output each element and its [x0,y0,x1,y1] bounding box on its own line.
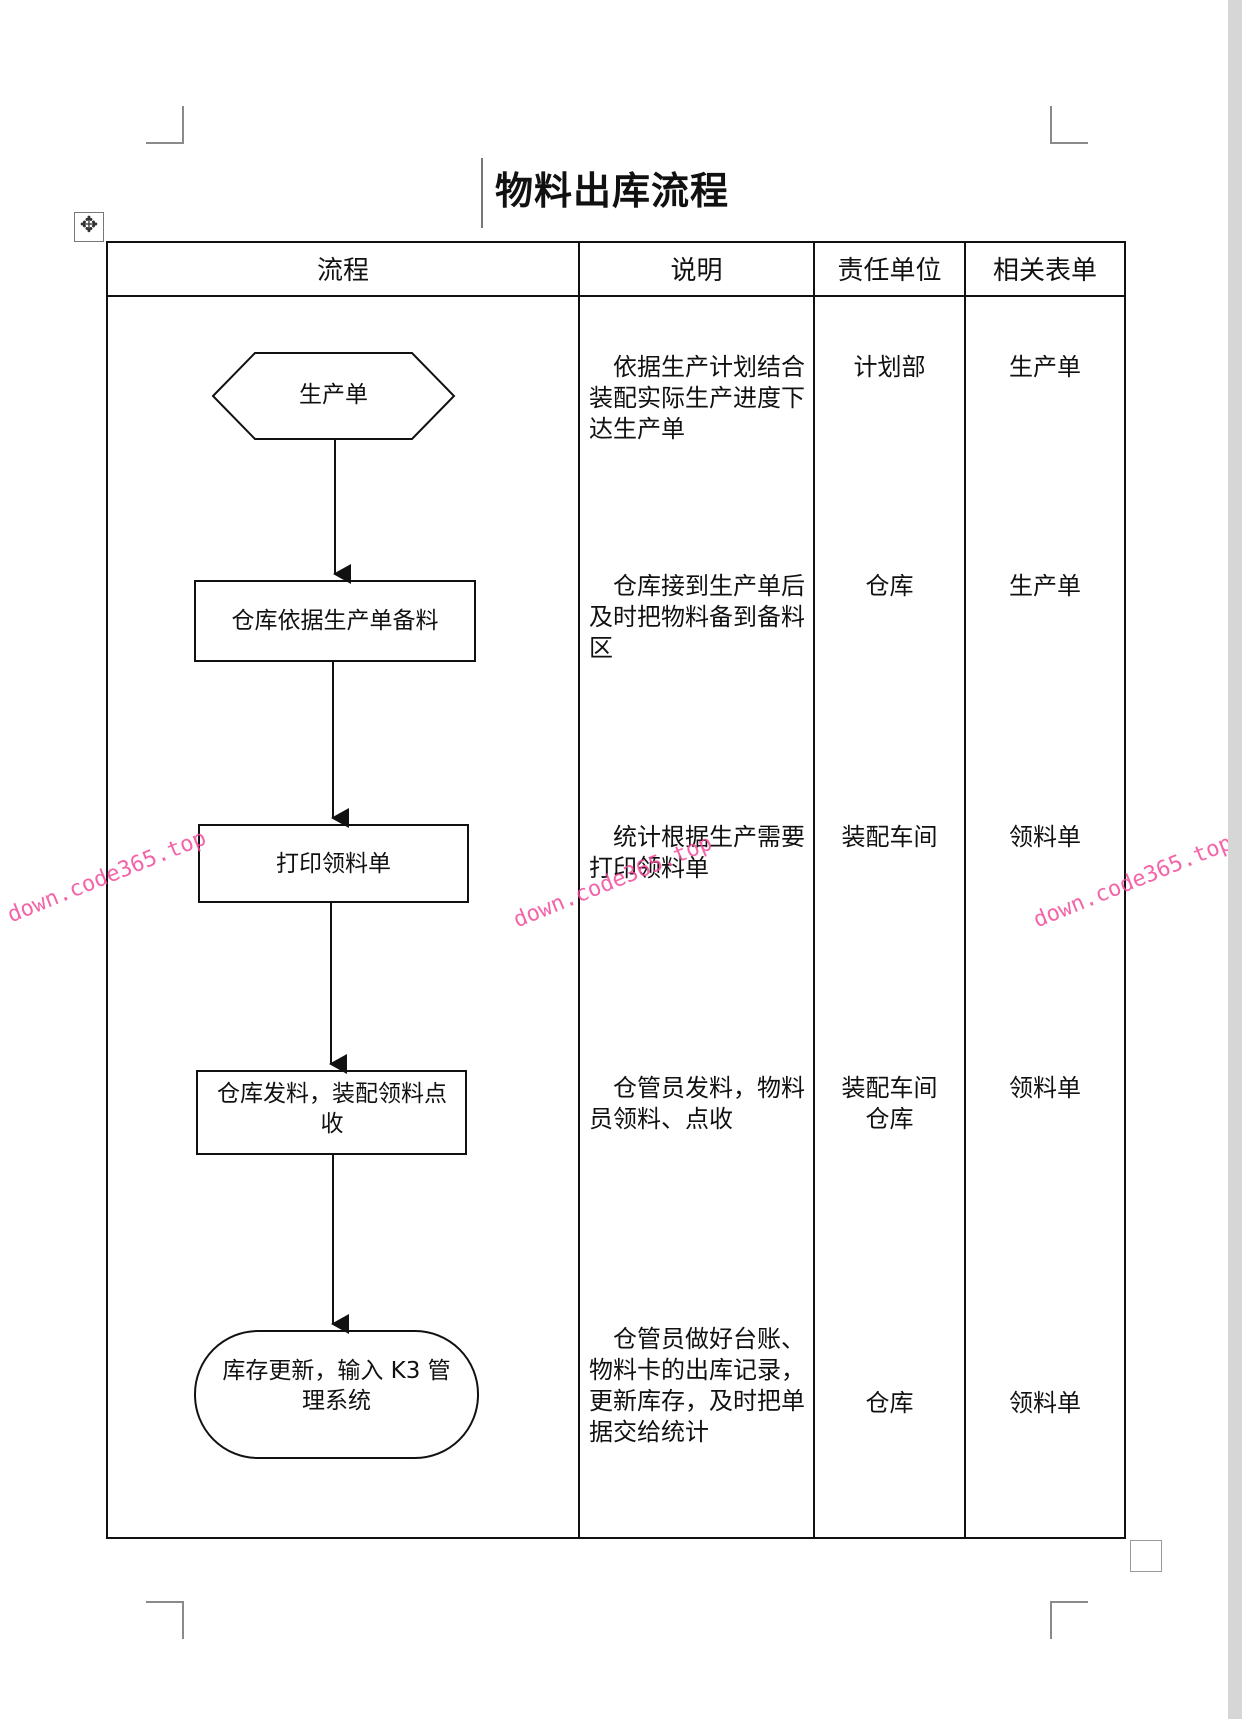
description-cell: 仓库接到生产单后及时把物料备到备料区 [589,572,805,662]
form-cell: 领料单 [1009,1074,1081,1102]
form-cell: 生产单 [1009,572,1081,600]
unit-cell: 装配车间 [841,823,938,851]
form-cell: 生产单 [1009,353,1081,381]
description-cell: 仓管员发料，物料员领料、点收 [589,1074,805,1133]
table-border [106,241,1126,1539]
header-flow: 流程 [316,256,369,286]
flow-node-label: 打印领料单 [276,851,391,877]
description-cell: 统计根据生产需要打印领料单 [589,823,805,882]
scrollbar[interactable] [1228,0,1242,1719]
unit-cell: 仓库 [865,572,914,600]
move-icon: ✥ [79,213,99,238]
form-cell: 领料单 [1009,1389,1081,1417]
text-cursor [481,158,483,228]
flow-node-label: 仓库发料，装配领料点收 [217,1081,447,1137]
header-related-forms: 相关表单 [992,256,1097,286]
unit-cell: 仓库 [865,1389,914,1417]
table-resize-handle[interactable] [1130,1540,1162,1572]
description-cell: 仓管员做好台账、物料卡的出库记录，更新库存，及时把单据交给统计 [589,1325,805,1446]
crop-mark-top-left [146,106,184,144]
flow-node-rect[interactable] [198,824,469,903]
description-cell: 依据生产计划结合装配实际生产进度下达生产单 [589,353,805,443]
crop-mark-bottom-left [146,1601,184,1639]
form-cell: 领料单 [1009,823,1081,851]
crop-mark-top-right [1050,106,1088,144]
unit-cell: 计划部 [853,353,926,381]
flow-node-hexagon[interactable] [211,352,456,440]
table-move-handle[interactable]: ✥ [74,212,104,242]
flow-node-label: 生产单 [299,382,368,408]
unit-cell: 装配车间 仓库 [841,1074,938,1133]
header-responsible-unit: 责任单位 [837,256,942,286]
flow-node-label: 库存更新，输入 K3 管理系统 [222,1358,451,1414]
page-title[interactable]: 物料出库流程 [495,169,730,213]
crop-mark-bottom-right [1050,1601,1088,1639]
flow-node-rect[interactable] [196,1070,467,1155]
flow-node-label: 仓库依据生产单备料 [231,608,439,634]
header-description: 说明 [670,256,723,286]
flow-node-rect[interactable] [194,580,476,662]
